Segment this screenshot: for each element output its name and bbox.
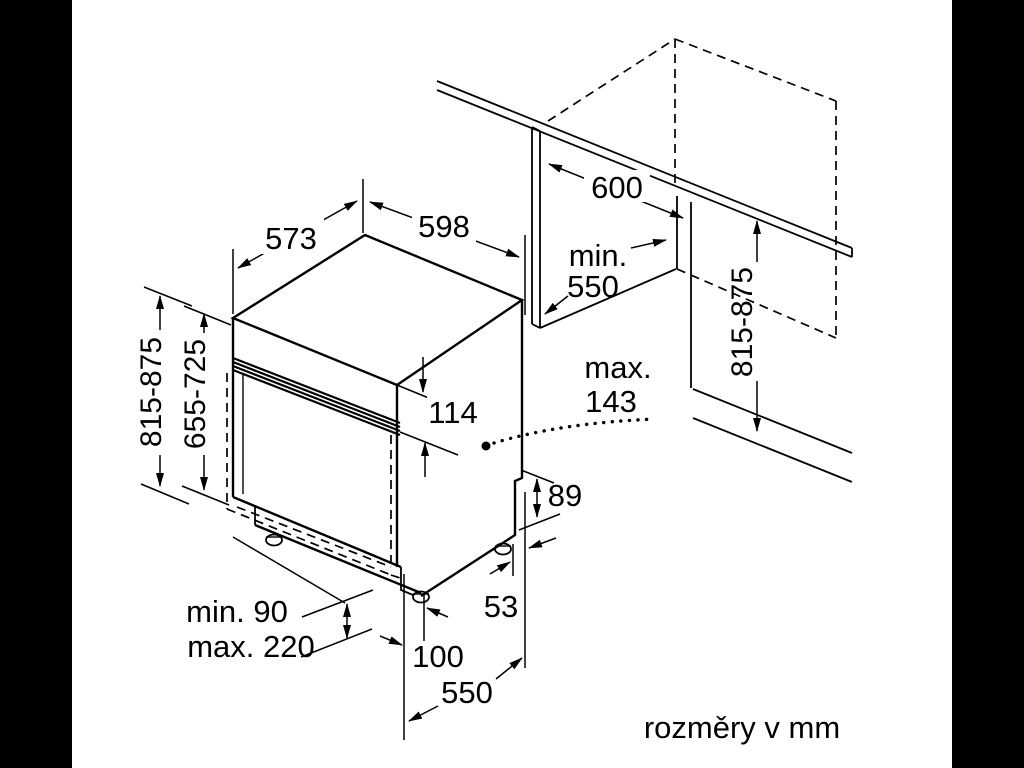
units-note: rozměry v mm [644,710,840,745]
right-black-bar [952,0,1024,768]
dim-573-label: 573 [265,221,317,256]
dim-max-143: max. 143 [481,350,657,451]
dim-max143-label2: 143 [585,384,637,419]
dim-815-875-left-label: 815-875 [135,337,168,447]
dim-573: 573 [232,179,364,314]
dim-655-725: 655-725 [179,305,232,506]
dim-550-bottom: 550 [408,657,523,722]
dim-min-550: min. 550 [544,238,667,315]
dim-114-label: 114 [428,395,477,430]
dim-min550-label1: min. [569,238,628,273]
dim-600: 600 [548,163,684,219]
dim-550-label: 550 [441,675,493,710]
dim-53-label: 53 [484,589,518,624]
dim-plinth-height: min. 90 max. 220 [186,536,374,664]
dim-100-label: 100 [412,639,464,674]
countertop [436,80,853,258]
niche-dashed-box [547,38,837,339]
dishwasher-body [230,233,525,598]
dim-600-label: 600 [591,170,643,205]
pivot-dot [481,441,491,451]
dim-max220-label: max. 220 [187,629,315,664]
dim-114: 114 [396,357,479,477]
cabinet-side-panel [531,126,677,329]
dim-max143-label1: max. [584,350,651,385]
dim-89-label: 89 [548,478,582,513]
left-black-bar [0,0,72,768]
dim-815-875-right: 815-875 [726,220,761,432]
dim-815-875-right-label: 815-875 [726,267,759,377]
furniture-door-dashed [226,373,404,580]
adjustable-feet [265,533,512,604]
dim-598-label: 598 [418,209,470,244]
dim-min90-label: min. 90 [186,594,288,629]
dim-100: 100 [379,574,465,740]
dim-598: 598 [369,201,526,315]
dim-89: 89 [518,469,582,531]
control-panel-band [232,356,401,437]
dim-815-875-left: 815-875 [135,286,193,505]
floor-line-right [692,388,853,483]
niche-right-wall [676,196,692,388]
dim-min550-label2: 550 [567,269,619,304]
dim-53: 53 [484,492,557,668]
dim-655-725-label: 655-725 [179,339,212,449]
